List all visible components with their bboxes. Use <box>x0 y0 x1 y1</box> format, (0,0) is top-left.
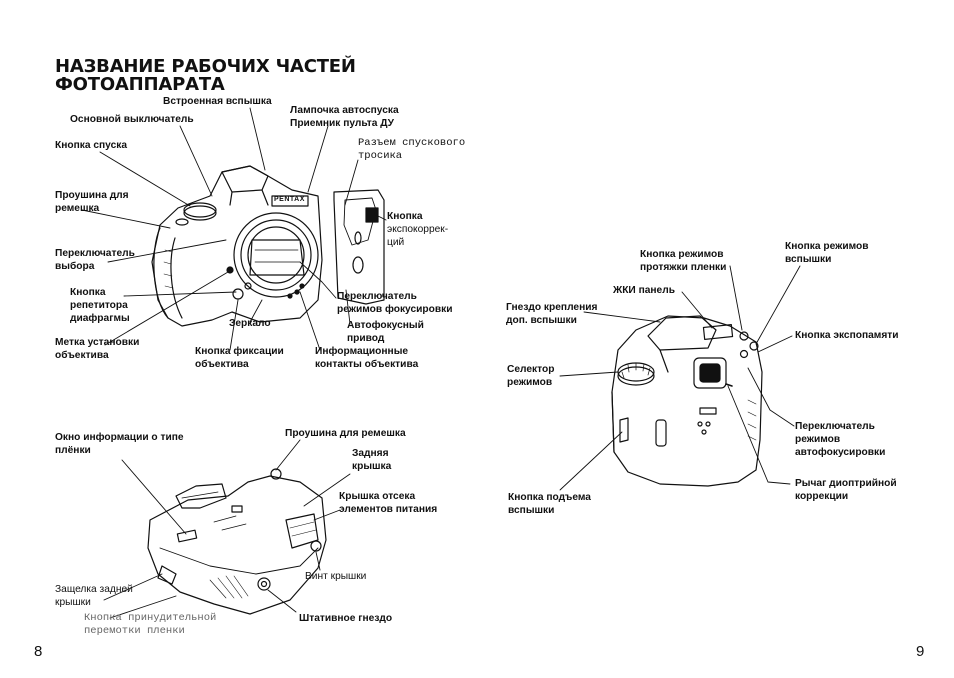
label-battery-cover-l2: элементов питания <box>339 504 438 515</box>
label-lens-lock-l2: объектива <box>195 359 249 370</box>
label-mount-index-l1: Метка установки <box>55 337 140 348</box>
label-film-window-l1: Окно информации о типе <box>55 432 184 443</box>
label-diopter-lever-l1: Рычаг диоптрийной <box>795 478 897 489</box>
label-back-latch-l2: крышки <box>55 597 91 608</box>
label-drive-mode-l2: протяжки пленки <box>640 262 727 273</box>
front-camera-drawing <box>151 165 385 327</box>
label-dof-preview-l2: репетитора <box>70 300 128 311</box>
page-title: НАЗВАНИЕ РАБОЧИХ ЧАСТЕЙ ФОТОАППАРАТА <box>55 58 356 94</box>
page-title-line1: НАЗВАНИЕ РАБОЧИХ ЧАСТЕЙ <box>55 56 356 77</box>
label-drive-mode-l1: Кнопка режимов <box>640 249 724 260</box>
label-rewind-button-l1: Кнопка принудительной <box>84 612 217 624</box>
label-back-cover-l1: Задняя <box>352 448 389 459</box>
label-strap-lug-l1: Проушина для <box>55 190 129 201</box>
label-battery-cover-l1: Крышка отсека <box>339 491 416 502</box>
label-lens-contacts-l1: Информационные <box>315 346 409 357</box>
label-selector-switch-l1: Переключатель <box>55 248 135 259</box>
label-focus-mode-switch-l2: режимов фокусировки <box>337 304 453 315</box>
label-rewind-button-l2: перемотки пленки <box>84 625 185 637</box>
label-flash-mode-l1: Кнопка режимов <box>785 241 869 252</box>
page-title-line2: ФОТОАППАРАТА <box>55 74 225 95</box>
label-flash-mode-l2: вспышки <box>785 254 832 265</box>
label-cable-release-l1: Разъем спускового <box>358 137 466 149</box>
label-self-timer-l1: Лампочка автоспуска <box>290 105 399 116</box>
label-exposure-comp-l3: ций <box>387 237 405 248</box>
label-built-in-flash: Встроенная вспышка <box>163 96 272 107</box>
brand-logo: PENTAX <box>274 196 305 203</box>
label-self-timer-l2: Приемник пульта ДУ <box>290 118 394 129</box>
label-film-window-l2: плёнки <box>55 445 91 456</box>
label-lcd-panel: ЖКИ панель <box>613 285 675 296</box>
label-selector-switch-l2: выбора <box>55 261 95 272</box>
bottom-leader-lines <box>103 439 351 619</box>
label-exposure-comp-l2: экспокоррек- <box>387 224 449 235</box>
label-hot-shoe-l1: Гнездо крепления <box>506 302 598 313</box>
label-af-mode-switch-l3: автофокусировки <box>795 447 886 458</box>
label-flash-up-l1: Кнопка подъема <box>508 492 591 503</box>
label-exposure-comp-l1: Кнопка <box>387 211 423 222</box>
rear-camera-drawing <box>611 315 763 487</box>
label-back-latch-l1: Защелка задней <box>55 584 133 595</box>
bottom-camera-drawing <box>147 468 327 615</box>
front-leader-lines <box>81 107 387 351</box>
label-mount-index-l2: объектива <box>55 350 109 361</box>
page-number-left: 8 <box>34 643 43 660</box>
label-lens-lock-l1: Кнопка фиксации <box>195 346 284 357</box>
label-hot-shoe-l2: доп. вспышки <box>506 315 577 326</box>
label-flash-up-l2: вспышки <box>508 505 555 516</box>
label-af-mode-switch-l2: режимов <box>795 434 841 445</box>
label-strap-lug-bottom: Проушина для ремешка <box>285 428 406 439</box>
label-strap-lug-l2: ремешка <box>55 203 100 214</box>
page-number-right: 9 <box>916 643 925 660</box>
label-mode-dial-l2: режимов <box>507 377 553 388</box>
label-tripod-socket: Штативное гнездо <box>299 613 393 624</box>
label-dof-preview-l1: Кнопка <box>70 287 106 298</box>
label-af-mode-switch-l1: Переключатель <box>795 421 875 432</box>
label-cover-screw: Винт крышки <box>305 571 367 582</box>
label-mirror: Зеркало <box>229 318 271 329</box>
label-shutter-button: Кнопка спуска <box>55 140 128 151</box>
rear-leader-lines <box>559 265 801 491</box>
label-focus-mode-switch-l1: Переключатель <box>337 291 417 302</box>
label-ae-lock: Кнопка экспопамяти <box>795 330 899 341</box>
label-back-cover-l2: крышка <box>352 461 392 472</box>
label-dof-preview-l3: диафрагмы <box>70 313 130 324</box>
label-af-coupler-l1: Автофокусный <box>347 320 424 331</box>
label-af-coupler-l2: привод <box>347 333 385 344</box>
label-lens-contacts-l2: контакты объектива <box>315 359 419 370</box>
label-main-switch: Основной выключатель <box>70 114 194 125</box>
label-mode-dial-l1: Селектор <box>507 364 555 375</box>
label-cable-release-l2: тросика <box>358 150 403 162</box>
label-diopter-lever-l2: коррекции <box>795 491 849 502</box>
